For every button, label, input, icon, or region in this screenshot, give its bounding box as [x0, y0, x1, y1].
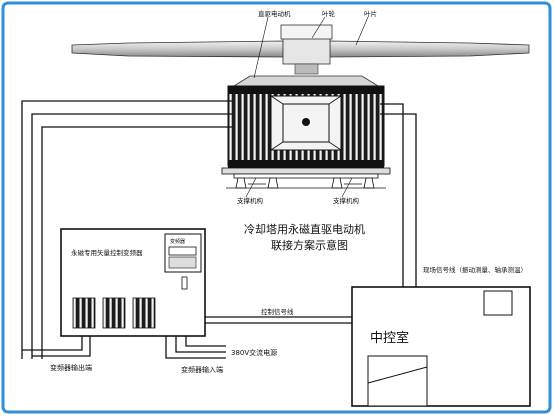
support-leaders: [245, 177, 353, 198]
label-motor: 直驱电动机: [258, 9, 291, 18]
field-cable-2: [380, 113, 417, 290]
motor-foot-plate-2: [233, 173, 379, 179]
vfd-keypad: [168, 256, 197, 269]
label-vfd-name: 永磁专用矢量控制变频器: [71, 248, 143, 257]
input-cables: [165, 336, 226, 359]
vfd-indicator: [181, 276, 188, 290]
label-vfd-output: 变频器输出端: [50, 363, 92, 372]
motor-bolt: [302, 118, 310, 126]
label-hub: 叶轮: [322, 9, 336, 18]
label-vfd-input: 变频器输入端: [181, 365, 223, 374]
support-structure: [226, 177, 386, 189]
label-vfd-panel: 变频器: [170, 238, 185, 245]
label-power-380: 380V交流电源: [231, 348, 277, 357]
control-signal-cable: [205, 316, 352, 324]
label-field-signal: 现场信号线（振动测量、轴承测温）: [423, 265, 527, 274]
vfd-display: [168, 246, 197, 256]
output-cable-3: [41, 126, 232, 359]
output-cable-1: [21, 100, 232, 359]
label-control-signal: 控制信号线: [261, 307, 294, 316]
diagram-title-line2: 联接方案示意图: [271, 238, 348, 252]
vfd-cabinet: [60, 228, 206, 337]
vfd-out-drop-2: [32, 336, 91, 357]
label-support-right: 支撑机构: [333, 196, 360, 205]
motor-flange: [228, 86, 384, 94]
label-support-left: 支撑机构: [237, 196, 264, 205]
motor-base-band: [228, 160, 384, 168]
output-cables: [21, 100, 232, 359]
control-room-panel: [367, 355, 428, 407]
diagram-title-line1: 冷却塔用永磁直驱电动机: [244, 222, 365, 236]
vfd-out-drop: [22, 336, 83, 351]
fan-blades: [71, 24, 530, 87]
fan-shaft: [294, 63, 319, 75]
fan-hub: [282, 36, 331, 65]
leader-lines: [253, 16, 369, 79]
vfd-vents: [72, 297, 156, 329]
motor: [221, 85, 391, 179]
control-room-window: [483, 290, 513, 316]
control-room: [351, 286, 531, 407]
label-blade: 叶片: [364, 9, 377, 18]
fan-hub-top: [280, 24, 333, 40]
output-cable-2: [31, 113, 232, 359]
motor-cap: [232, 75, 380, 87]
motor-inner-frame: [282, 103, 330, 143]
label-control-room: 中控室: [370, 330, 409, 346]
motor-foot-plate: [221, 167, 391, 175]
